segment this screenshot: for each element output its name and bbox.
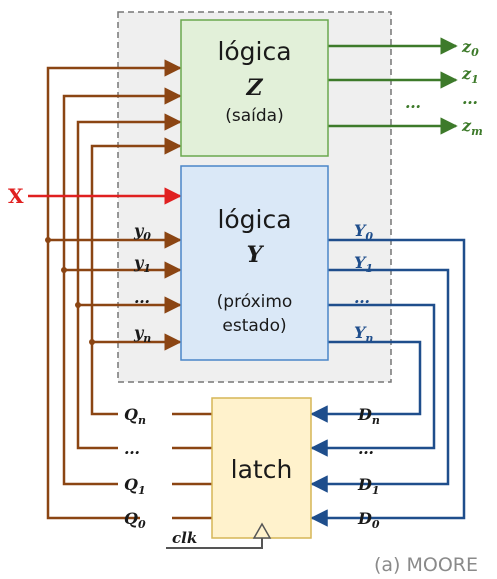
output-logic-box xyxy=(180,19,329,157)
latch-output-label-2: Q1 xyxy=(124,475,146,497)
input-x-label: X xyxy=(8,184,24,208)
state-feedback-wires xyxy=(46,59,212,520)
next-state-logic-box xyxy=(180,165,329,361)
latch-input-label-base-3: D xyxy=(357,509,372,528)
next-state-label-base-3: Y xyxy=(354,323,367,342)
latch-input-label-0: Dn xyxy=(357,405,380,427)
output-label-sub-3: m xyxy=(471,125,483,138)
next-state-label-0: Y0 xyxy=(354,221,373,243)
output-wires xyxy=(328,37,458,135)
latch-output-label-3: Q0 xyxy=(124,509,146,531)
output-label-base-0: z xyxy=(461,37,472,56)
output-logic-title: lógica xyxy=(217,37,291,66)
output-label-1: z1 xyxy=(461,64,479,86)
latch-output-label-base-1: … xyxy=(124,439,140,458)
state-input-label-3: yn xyxy=(133,323,151,345)
latch-input-label-sub-3: 0 xyxy=(372,518,380,531)
next-state-label-3: Yn xyxy=(354,323,373,345)
state-input-label-base-3: y xyxy=(133,323,145,342)
latch-input-label-2: D1 xyxy=(357,475,380,497)
state-input-label-0: y0 xyxy=(133,221,151,243)
latch-output-label-base-0: Q xyxy=(124,405,138,424)
latch-output-label-sub-0: n xyxy=(138,414,146,427)
diagram-caption: (a) MOORE xyxy=(374,554,478,576)
next-state-label-sub-3: n xyxy=(365,332,373,345)
latch-output-label-base-2: Q xyxy=(124,475,138,494)
latch-input-label-sub-0: n xyxy=(372,414,380,427)
latch-input-label-base-2: D xyxy=(357,475,372,494)
output-logic-var: Z xyxy=(245,75,263,101)
state-input-label-sub-3: n xyxy=(143,332,151,345)
next-state-label-base-2: … xyxy=(354,288,370,307)
output-logic-subtitle: (saída) xyxy=(225,106,283,126)
next-state-label-base-0: Y xyxy=(354,221,367,240)
latch-output-label-0: Qn xyxy=(124,405,146,427)
latch-label: latch xyxy=(231,455,293,484)
latch-output-label-1: … xyxy=(124,439,140,458)
latch-input-label-base-0: D xyxy=(357,405,372,424)
state-input-label-base-1: y xyxy=(133,253,145,272)
latch-output-label-sub-2: 1 xyxy=(138,484,146,497)
next-state-label-sub-0: 0 xyxy=(365,230,373,243)
next-state-logic-title: lógica xyxy=(217,205,291,234)
output-ellipsis-left: … xyxy=(405,93,421,112)
output-label-base-3: z xyxy=(461,116,472,135)
next-state-wires xyxy=(310,238,466,527)
latch-box xyxy=(211,397,312,539)
state-input-label-2: … xyxy=(134,288,150,307)
output-label-3: zm xyxy=(461,116,483,138)
output-label-sub-1: 1 xyxy=(471,73,479,86)
next-state-label-sub-1: 1 xyxy=(365,262,373,275)
clock-input: clk xyxy=(166,522,272,549)
clock-label: clk xyxy=(172,529,197,547)
state-input-label-sub-0: 0 xyxy=(143,230,151,243)
latch-output-label-base-3: Q xyxy=(124,509,138,528)
output-label-2: … xyxy=(462,89,478,108)
output-label-sub-0: 0 xyxy=(471,46,479,59)
next-state-label-1: Y1 xyxy=(354,253,373,275)
state-input-label-base-2: … xyxy=(134,288,150,307)
output-label-base-2: … xyxy=(462,89,478,108)
next-state-logic-subtitle-1: (próximo xyxy=(217,292,293,312)
latch-input-label-3: D0 xyxy=(357,509,380,531)
state-input-label-1: y1 xyxy=(133,253,151,275)
next-state-logic-var: Y xyxy=(247,242,265,268)
next-state-label-2: … xyxy=(354,288,370,307)
output-label-base-1: z xyxy=(461,64,472,83)
latch-input-label-1: … xyxy=(358,439,374,458)
latch-input-label-base-1: … xyxy=(358,439,374,458)
junction-dots xyxy=(45,237,95,345)
next-state-logic-subtitle-2: estado) xyxy=(222,316,286,336)
output-label-0: z0 xyxy=(461,37,479,59)
latch-output-label-sub-3: 0 xyxy=(138,518,146,531)
state-input-label-sub-1: 1 xyxy=(143,262,151,275)
state-input-label-base-0: y xyxy=(133,221,145,240)
latch-input-label-sub-2: 1 xyxy=(372,484,380,497)
next-state-label-base-1: Y xyxy=(354,253,367,272)
